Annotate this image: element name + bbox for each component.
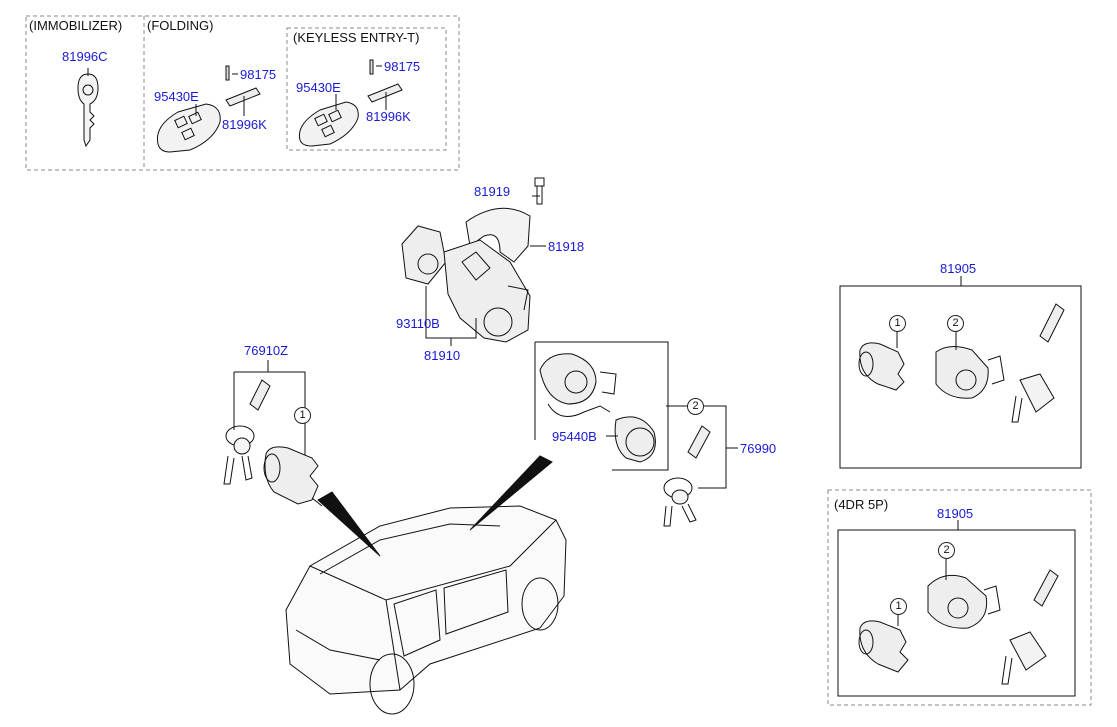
part-95430E-keyless[interactable]: 95430E: [296, 80, 341, 95]
part-76910Z[interactable]: 76910Z: [244, 343, 289, 358]
callout-1-4dr: 1: [890, 598, 907, 615]
four-door-group-box: [827, 489, 1092, 706]
door-lock-cylinder-icon: [858, 342, 905, 391]
remote-key-icon: [156, 103, 221, 153]
part-95430E-folding[interactable]: 95430E: [154, 89, 199, 104]
callout-2-4dr: 2: [938, 542, 955, 559]
remote-key-icon: [298, 101, 359, 147]
part-98175-keyless[interactable]: 98175: [384, 59, 421, 74]
part-81996K-folding[interactable]: 81996K: [222, 117, 267, 132]
ignition-lock-icon: [401, 225, 531, 343]
part-81919[interactable]: 81919: [474, 184, 511, 199]
part-81996K-keyless[interactable]: 81996K: [366, 109, 411, 124]
immobilizer-group-label: (IMMOBILIZER): [29, 18, 123, 33]
part-76990[interactable]: 76990: [740, 441, 777, 456]
key-fob-icon: [1001, 569, 1059, 685]
cover-icon: [465, 207, 531, 263]
part-81918[interactable]: 81918: [548, 239, 585, 254]
folding-group-label: (FOLDING): [147, 18, 214, 33]
key-fob-icon: [663, 425, 711, 527]
set-box-b: [837, 529, 1076, 697]
pointer: [469, 455, 553, 531]
part-98175-folding[interactable]: 98175: [240, 67, 277, 82]
part-93110B[interactable]: 93110B: [396, 316, 440, 331]
ignition-lock-icon: [539, 353, 656, 463]
keyless-group-box: [286, 27, 447, 151]
car-icon: [285, 505, 567, 715]
part-81905-set[interactable]: 81905: [940, 261, 977, 276]
screw-icon: [534, 177, 545, 205]
callout-2-81905: 2: [947, 315, 964, 332]
part-81910[interactable]: 81910: [424, 348, 461, 363]
door-lock-cylinder-icon: [263, 446, 323, 507]
part-95440B[interactable]: 95440B: [552, 429, 597, 444]
ignition-lock-icon: [927, 574, 1001, 629]
key-icon: [77, 73, 99, 148]
ignition-lock-icon: [935, 346, 1005, 399]
key-blade-icon: [225, 87, 261, 107]
part-81905-4dr[interactable]: 81905: [937, 506, 974, 521]
key-fob-icon: [223, 379, 271, 485]
part-81996C[interactable]: 81996C: [62, 49, 108, 64]
key-fob-icon: [1011, 303, 1065, 423]
pin-icon: [225, 65, 230, 81]
callout-1-81905: 1: [889, 315, 906, 332]
door-lock-cylinder-icon: [858, 620, 909, 673]
pin-icon: [369, 59, 374, 75]
pointer: [317, 491, 381, 557]
four-door-group-label: (4DR 5P): [834, 497, 889, 512]
callout-2-76990: 2: [687, 398, 704, 415]
keyless-group-label: (KEYLESS ENTRY-T): [293, 30, 420, 45]
key-blade-icon: [367, 83, 403, 103]
callout-1-76910Z: 1: [294, 407, 311, 424]
